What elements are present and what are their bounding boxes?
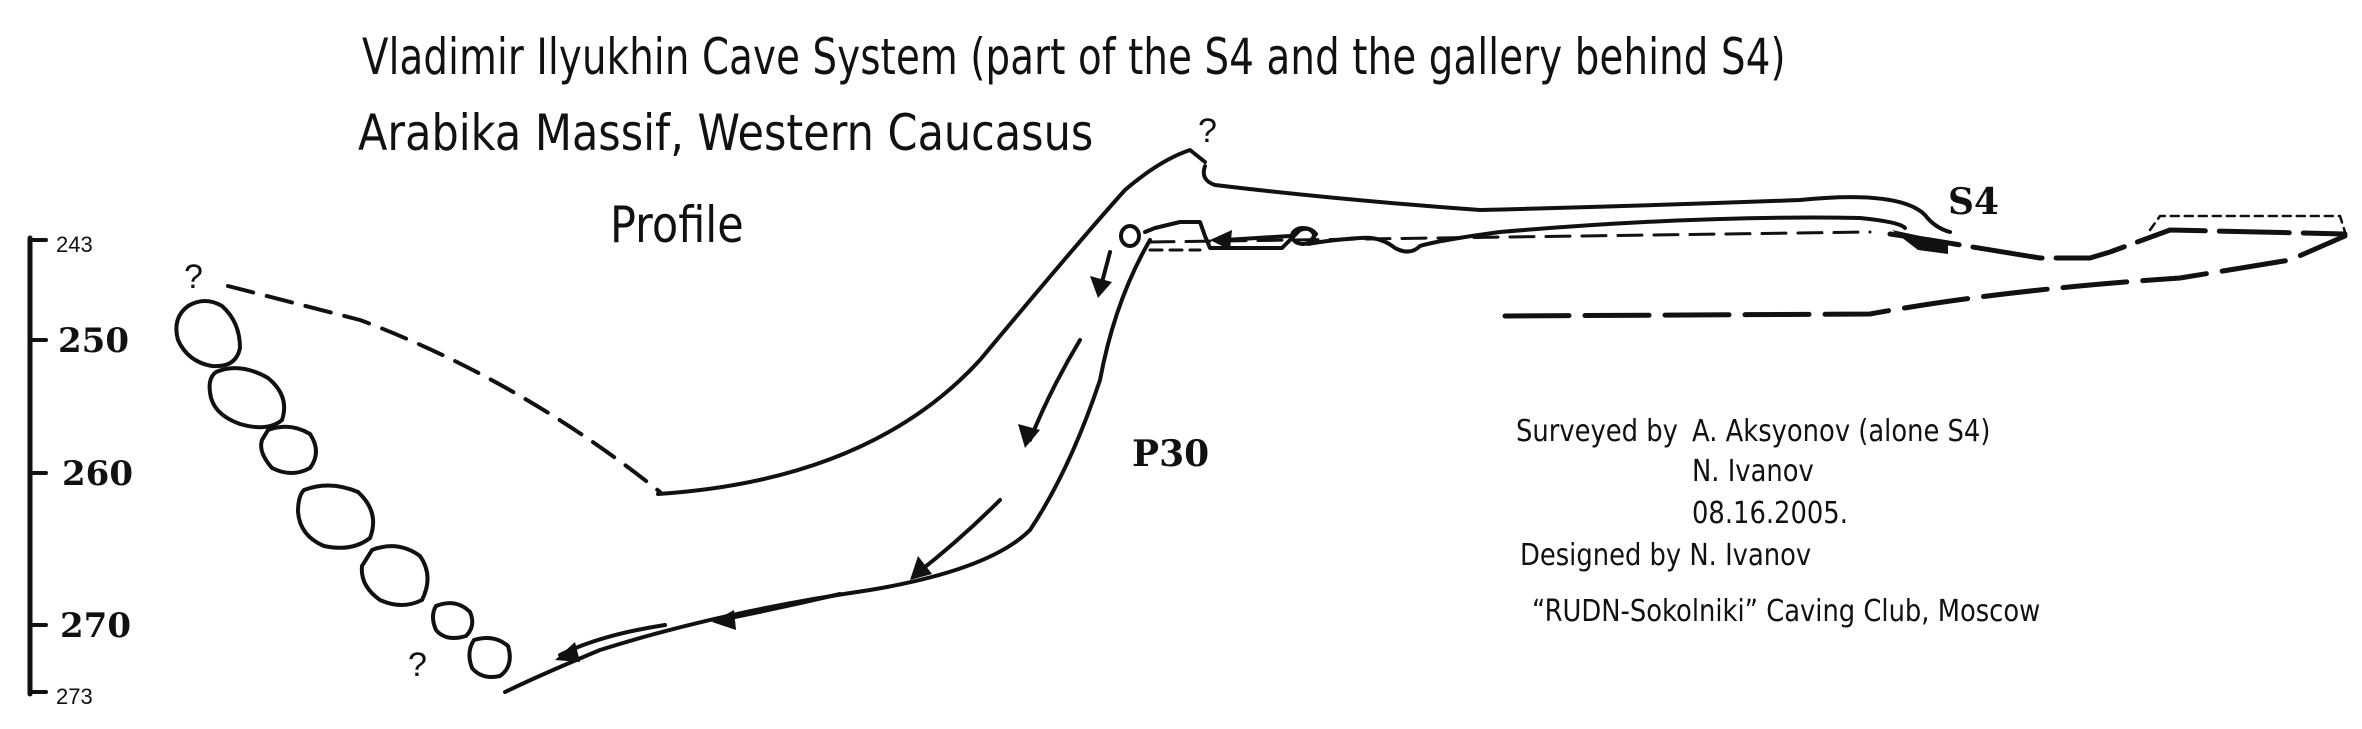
credits-surveyed-prefix: Surveyed by	[1516, 414, 1678, 449]
s4-entrance-fill	[1892, 230, 1948, 254]
shaft-wall	[503, 238, 1152, 694]
view-label: Profile	[610, 196, 744, 254]
arrow-heads	[555, 230, 1948, 662]
internal-dashed-line	[1148, 230, 1872, 244]
map-title: Vladimir Ilyukhin Cave System (part of t…	[362, 28, 1786, 86]
map-subtitle: Arabika Massif, Western Caucasus	[358, 104, 1094, 162]
depth-label-273: 273	[56, 684, 93, 709]
unknown-marker-left: ?	[184, 258, 203, 296]
boulders	[174, 299, 512, 679]
surface-dashed-top	[2148, 214, 2347, 234]
left-dashed-contour	[226, 284, 662, 494]
credits-surveyor1: A. Aksyonov (alone S4)	[1692, 414, 1991, 449]
unknown-marker-bottom: ?	[408, 646, 427, 684]
depth-scale-bar	[27, 235, 48, 697]
main-gallery-upper-wall	[656, 148, 1207, 496]
p30-label: P30	[1132, 433, 1209, 475]
unknown-marker-top: ?	[1198, 112, 1217, 150]
depth-label-250: 250	[58, 321, 129, 361]
small-loop-left	[1119, 224, 1141, 248]
upper-gallery-floor	[1143, 215, 1907, 254]
credits-surveyor2: N. Ivanov	[1692, 454, 1814, 489]
credits-date: 08.16.2005.	[1692, 496, 1848, 531]
surface-dashed-right	[1887, 227, 2348, 261]
credits-club: “RUDN-Sokolniki” Caving Club, Moscow	[1532, 594, 2041, 629]
depth-label-270: 270	[60, 606, 131, 646]
credits-designed: Designed by N. Ivanov	[1520, 538, 1812, 573]
s4-label: S4	[1948, 181, 1999, 223]
surface-dashed-lower	[1502, 233, 2348, 319]
depth-label-260: 260	[62, 454, 133, 494]
depth-label-243: 243	[56, 232, 93, 257]
upper-gallery-ceiling	[1201, 164, 1952, 234]
